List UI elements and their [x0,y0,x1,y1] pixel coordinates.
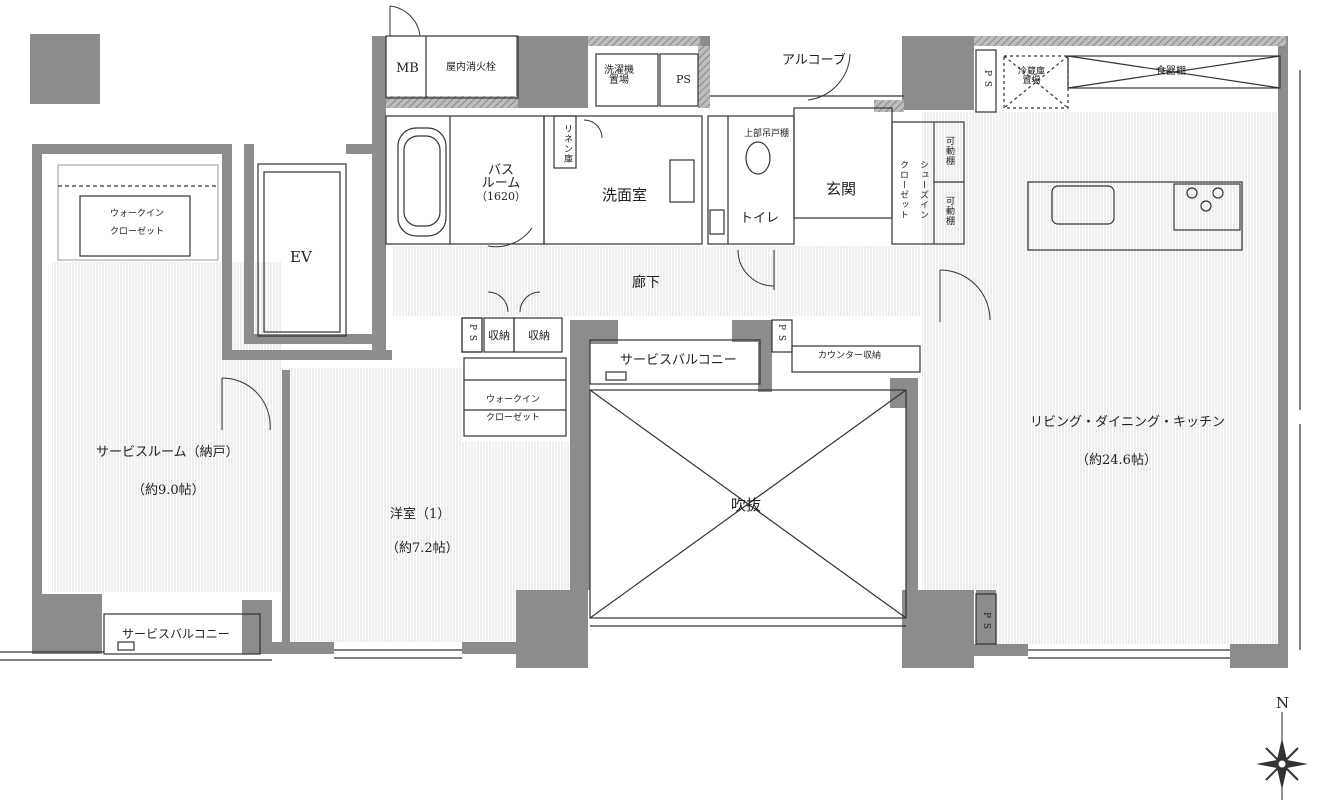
hydrant-label: 屋内消火栓 [446,62,496,73]
ldk-size: （約24.6帖） [1076,453,1157,468]
fridge-label: 冷蔵庫置場 [1018,67,1046,86]
floor-areas [52,112,1284,644]
toilet-label: トイレ [740,211,780,226]
hatched-walls [386,36,1286,112]
compass [1256,712,1308,800]
corridor-west-floor [282,368,462,442]
shelf-label-2: 可動棚 [944,196,954,226]
ps-label-corridor: P S [467,324,477,343]
counter-label: カウンター収納 [818,351,882,361]
entrance-label: 玄関 [826,180,857,198]
balcony-left-label: サービスバルコニー [122,627,230,641]
void-label: 吹抜 [731,496,762,514]
corridor-label: 廊下 [632,275,660,291]
western-room-name: 洋室（1） [390,507,451,522]
north-label: N [1276,694,1290,712]
ldk-floor [922,112,1284,644]
shoe-closet-label: シューズイン [918,160,928,220]
alcove-label: アルコーブ [782,53,846,68]
washer-label: 洗濯機置場 [604,65,634,86]
storage-label-2: 収納 [528,329,550,342]
service-room-name: サービスルーム（納戸） [96,445,239,460]
upper-cabinet-label: 上部吊戸棚 [744,129,790,139]
ldk-name: リビング・ダイニング・キッチン [1030,415,1226,430]
ps-label-balcony: P S [776,324,786,343]
cupboard-label: 食器棚 [1156,66,1186,77]
western-room-size: （約7.2帖） [386,541,459,556]
walkin1-label: ウォークインクローゼット [110,209,165,237]
ps-label-washroom: PS [676,73,691,86]
linen-label: リネン庫 [562,124,572,164]
ps-label-ldk-bottom: P S [981,612,991,631]
partitions [0,35,1301,661]
mb-label: MB [396,61,419,76]
door-swings [221,5,991,431]
washroom-label: 洗面室 [602,186,648,204]
shelf-label-1: 可動棚 [944,136,954,166]
service-room-size: （約9.0帖） [132,483,205,498]
service-room-floor [52,262,282,592]
shoe-closet-label2: クローゼット [898,160,908,220]
walkin2-label: ウォークインクローゼット [486,395,541,423]
storage-label-1: 収納 [488,329,510,342]
walls [30,34,1288,668]
balcony-center-label: サービスバルコニー [620,353,737,368]
corridor-floor [392,246,920,316]
bathroom-label: バスルーム（1620） [476,163,526,203]
walkin1-floor [57,164,219,261]
ev-label: EV [290,248,312,266]
ps-label-ldk: P S [982,70,992,89]
